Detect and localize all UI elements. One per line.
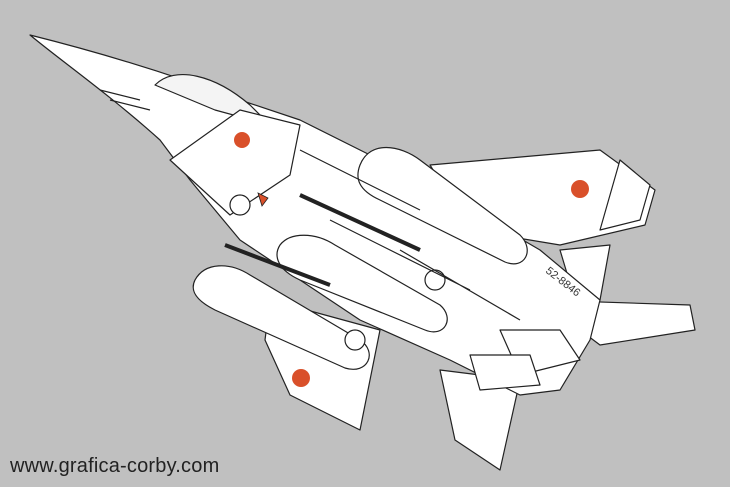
roundel-left-wing [292,369,310,387]
landing-gear-wheel-main [344,329,366,351]
insignia-marker [257,192,269,207]
missile-2 [299,193,421,252]
right-wing-tip [599,159,651,231]
missile-1 [224,243,331,287]
fuel-tank-upper [357,146,528,265]
fuselage [29,34,601,396]
landing-gear-wheel-front [229,194,251,216]
roundel-fuselage [234,132,250,148]
engine-nozzle-2 [469,354,541,391]
fuel-tank-lower [192,265,370,370]
watermark-url: www.grafica-corby.com [10,455,220,477]
roundel-right-wing [571,180,589,198]
intake [169,109,301,216]
